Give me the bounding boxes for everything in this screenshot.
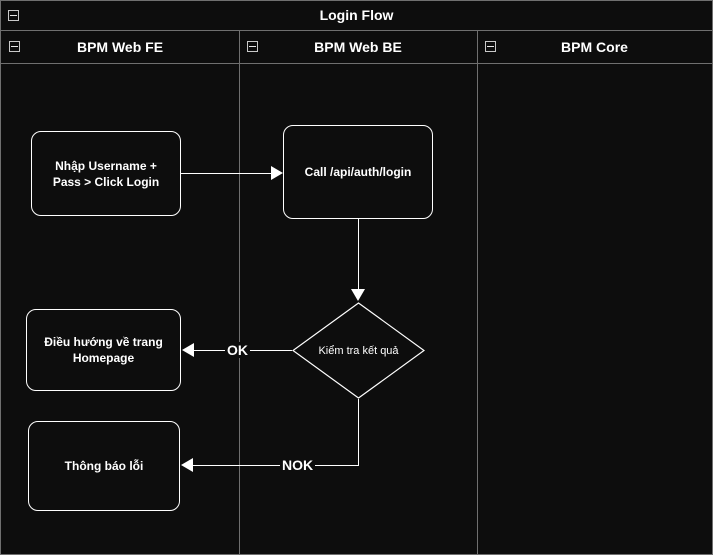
collapse-minus-icon[interactable] bbox=[9, 41, 20, 52]
node-check-result[interactable]: Kiểm tra kết quả bbox=[292, 302, 425, 399]
lane-divider-2 bbox=[477, 31, 478, 555]
edge-label-ok: OK bbox=[225, 342, 250, 358]
edge-check-to-error-arrow bbox=[181, 458, 193, 472]
node-label: Điều hướng về trang Homepage bbox=[44, 335, 163, 365]
lane-header-bpm-web-be: BPM Web BE bbox=[239, 31, 477, 64]
edge-check-to-error-hline bbox=[193, 465, 359, 466]
edge-check-to-homepage-arrow bbox=[182, 343, 194, 357]
node-redirect-homepage[interactable]: Điều hướng về trang Homepage bbox=[26, 309, 181, 391]
collapse-minus-icon[interactable] bbox=[247, 41, 258, 52]
node-label: Thông báo lỗi bbox=[64, 459, 144, 473]
lane-header-bpm-core: BPM Core bbox=[477, 31, 712, 64]
lane-label-bpm-core: BPM Core bbox=[561, 39, 628, 55]
edge-input-to-call-arrow bbox=[271, 166, 283, 180]
diagram-title-bar: Login Flow bbox=[1, 1, 712, 31]
node-label: Call /api/auth/login bbox=[304, 165, 412, 179]
node-call-login-api[interactable]: Call /api/auth/login bbox=[283, 125, 433, 219]
diagram-title: Login Flow bbox=[319, 7, 394, 23]
edge-call-to-check-arrow bbox=[351, 289, 365, 301]
node-label: Kiểm tra kết quả bbox=[318, 344, 399, 357]
edge-label-nok: NOK bbox=[280, 457, 316, 473]
lane-divider-1 bbox=[239, 31, 240, 555]
lane-label-bpm-web-be: BPM Web BE bbox=[314, 39, 402, 55]
node-label: Nhập Username + Pass > Click Login bbox=[52, 158, 160, 189]
lane-label-bpm-web-fe: BPM Web FE bbox=[76, 39, 164, 55]
collapse-minus-icon[interactable] bbox=[485, 41, 496, 52]
edge-call-to-check-line bbox=[358, 219, 359, 289]
node-error-message[interactable]: Thông báo lỗi bbox=[28, 421, 180, 511]
edge-input-to-call-line bbox=[181, 173, 271, 174]
collapse-minus-icon[interactable] bbox=[8, 10, 19, 21]
edge-check-to-error-vline bbox=[358, 399, 359, 465]
lane-header-bpm-web-fe: BPM Web FE bbox=[1, 31, 239, 64]
diamond-shape-icon bbox=[292, 302, 425, 399]
node-input-credentials[interactable]: Nhập Username + Pass > Click Login bbox=[31, 131, 181, 216]
